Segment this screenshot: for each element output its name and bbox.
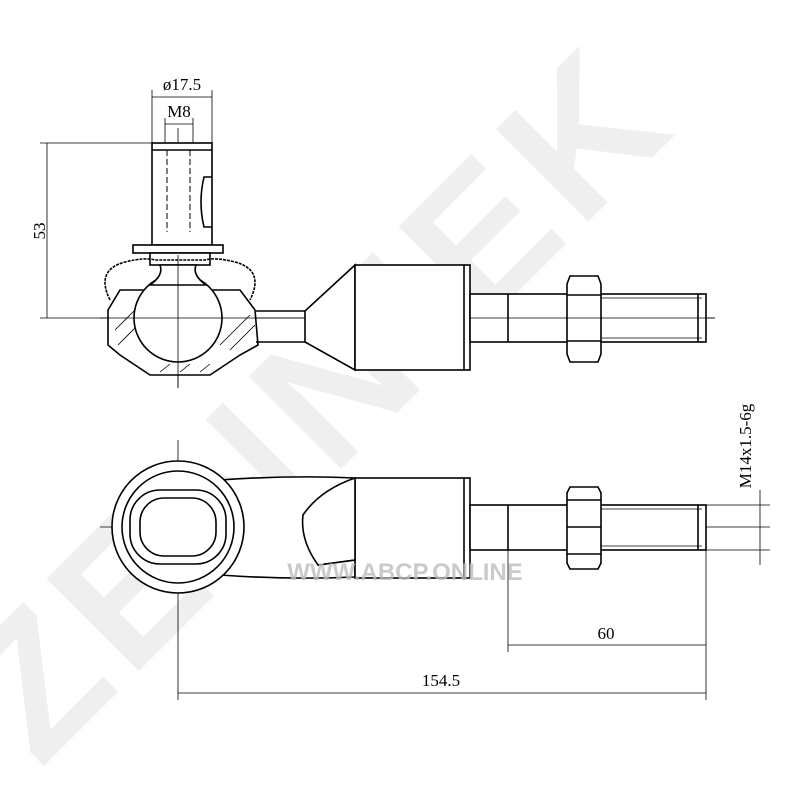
overall-length-label: 154.5: [422, 671, 460, 690]
dimension-stud-thread: M8: [164, 102, 194, 143]
oval-slot: [129, 489, 227, 565]
stud-height-label: 53: [30, 223, 49, 240]
dimension-thread-length: 60: [507, 550, 707, 700]
shaft-thread-label: M14x1.5-6g: [736, 403, 755, 488]
bottom-view: [100, 440, 770, 700]
url-watermark: WWW.ABCP.ONLINE: [287, 559, 523, 586]
ball-stud: [151, 142, 213, 246]
thread-length-label: 60: [598, 624, 615, 643]
lock-nut: [566, 275, 602, 363]
svg-text:ZENNIEK: ZENNIEK: [0, 13, 705, 799]
threaded-shaft: [469, 504, 569, 551]
stud-thread-label: M8: [167, 102, 191, 121]
lock-nut: [566, 486, 602, 570]
sleeve: [354, 264, 471, 371]
sleeve: [354, 477, 471, 579]
top-view: [100, 128, 715, 388]
dimension-shaft-thread: M14x1.5-6g: [706, 403, 770, 565]
dimension-overall-length: 154.5: [178, 671, 706, 694]
dimension-stud-height: 53: [30, 142, 152, 319]
dimension-stud-diameter: ø17.5: [151, 75, 213, 143]
brand-watermark: ZENNIEK: [0, 13, 705, 799]
stud-diameter-label: ø17.5: [163, 75, 201, 94]
